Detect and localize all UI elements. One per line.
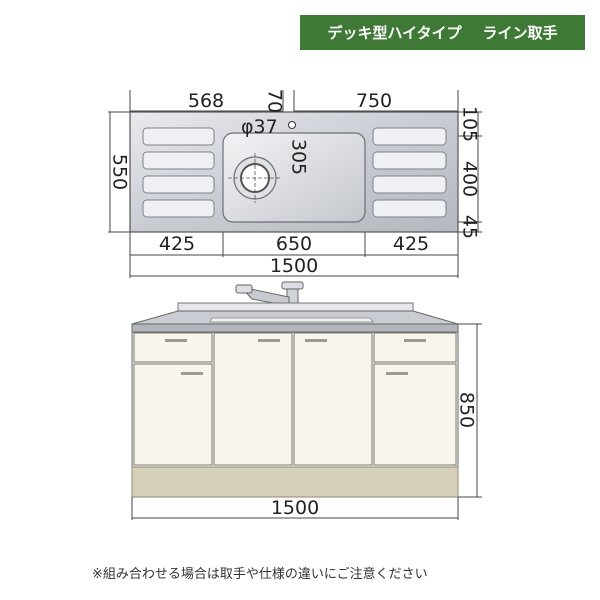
drawer-left	[133, 332, 213, 363]
countertop-edge	[131, 323, 459, 333]
drain-outlet	[228, 153, 282, 203]
line-handle	[386, 372, 408, 375]
line-handle	[258, 339, 280, 342]
drain-groove	[142, 199, 215, 218]
drain-groove	[372, 199, 447, 218]
dim-right-3: 45	[459, 215, 481, 239]
badge-title-left: デッキ型ハイタイプ	[327, 24, 462, 42]
front-view-dimension-lines	[131, 323, 482, 520]
plinth	[131, 466, 459, 498]
faucet-hole-icon	[288, 121, 296, 129]
footnote: ※組み合わせる場合は取手や仕様の違いにご注意ください	[92, 567, 428, 582]
dim-total-width-front: 1500	[271, 497, 319, 519]
line-handle	[181, 372, 203, 375]
dim-right-2: 400	[459, 161, 481, 197]
dim-faucet-hole: φ37	[241, 116, 278, 138]
dim-bottom-left: 425	[159, 233, 195, 255]
dim-height: 850	[456, 392, 478, 428]
top-view-dimension-lines	[108, 90, 482, 278]
product-type-badge: デッキ型ハイタイプ ライン取手	[300, 15, 585, 50]
front-bowl-rim	[209, 317, 374, 323]
deck-backsplash	[177, 302, 414, 312]
dim-bowl-offset: 305	[288, 139, 310, 175]
dim-center-top: 70	[264, 89, 286, 113]
door-left	[133, 363, 213, 466]
dim-bottom-center: 650	[276, 233, 312, 255]
top-view: 568 70 750 φ37 305 550 105 400 45 425 65…	[108, 89, 482, 278]
dim-bottom-right: 425	[393, 233, 429, 255]
drain-groove	[372, 175, 447, 194]
line-handle	[165, 339, 187, 342]
dim-left-top: 568	[188, 90, 224, 112]
drain-groove	[372, 151, 447, 170]
dim-right-top: 750	[356, 90, 392, 112]
door-center-left	[213, 332, 293, 466]
drain-groove	[142, 175, 215, 194]
drain-groove	[142, 127, 215, 146]
door-right	[373, 363, 457, 466]
line-handle	[404, 339, 426, 342]
front-view: 850 1500	[131, 281, 482, 520]
dim-depth: 550	[109, 154, 131, 190]
drain-groove	[372, 127, 447, 146]
dim-right-1: 105	[459, 106, 481, 142]
sink-bowl	[222, 132, 366, 223]
line-handle	[305, 339, 327, 342]
right-drain-grooves	[372, 127, 447, 218]
badge-title-right: ライン取手	[482, 24, 558, 42]
faucet-icon	[235, 281, 304, 317]
drain-groove	[142, 151, 215, 170]
left-drain-grooves	[142, 127, 215, 218]
door-center-right	[293, 332, 373, 466]
dim-total-width-top: 1500	[270, 255, 318, 277]
drawer-right	[373, 332, 457, 363]
